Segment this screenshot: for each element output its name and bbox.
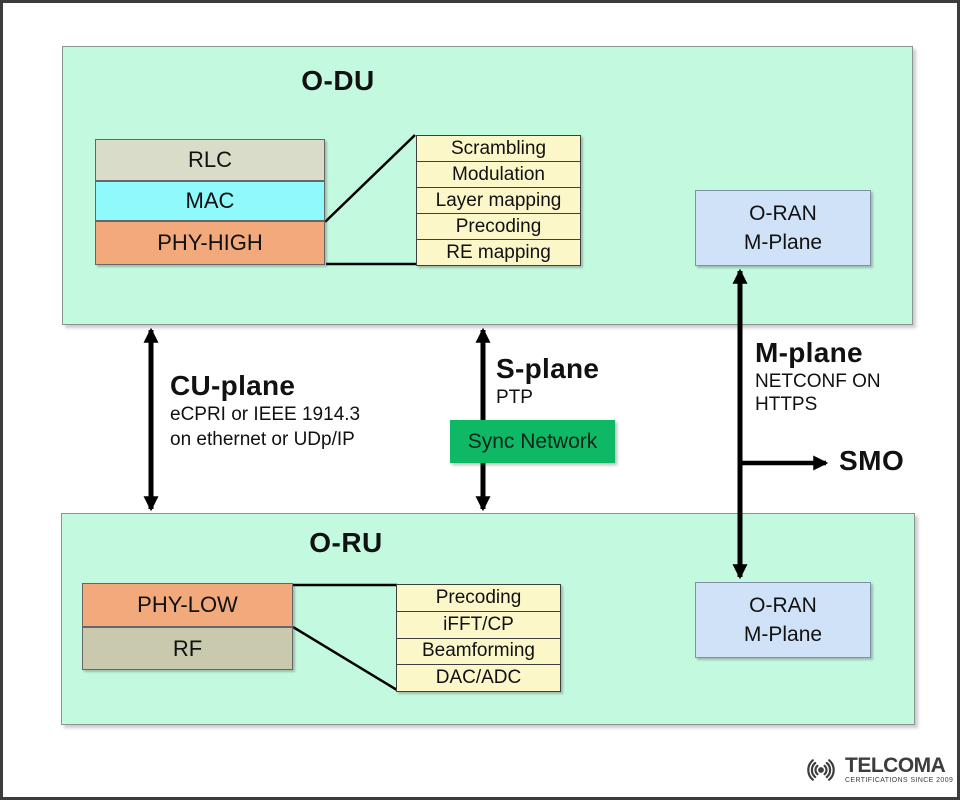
m-plane-label: M-plane NETCONF ON HTTPS — [755, 337, 881, 416]
odu-oran-mplane-box: O-RAN M-Plane — [695, 190, 871, 266]
function-row-precoding-ru: Precoding — [435, 586, 522, 608]
oran-mplane-line1: O-RAN — [749, 593, 817, 617]
logo-tagline: CERTIFICATIONS SINCE 2009 — [845, 777, 954, 785]
cu-plane-protocol-line1: eCPRI or IEEE 1914.3 — [170, 403, 361, 425]
cu-plane-title: CU-plane — [170, 370, 296, 401]
oran-mplane-line1: O-RAN — [749, 201, 817, 225]
m-plane-protocol-line1: NETCONF ON — [755, 370, 881, 392]
broadcast-icon — [807, 759, 835, 781]
telcoma-logo: TELCOMA CERTIFICATIONS SINCE 2009 — [801, 755, 953, 785]
s-plane-protocol: PTP — [496, 386, 533, 408]
sync-network-box: Sync Network — [450, 420, 615, 463]
s-plane-title: S-plane — [496, 353, 600, 384]
s-plane-label: S-plane PTP — [496, 353, 600, 410]
function-row-dac-adc: DAC/ADC — [397, 664, 560, 691]
function-row-re-mapping: RE mapping — [417, 239, 580, 265]
m-plane-protocol-line2: HTTPS — [755, 393, 818, 415]
oran-mplane-line2: M-Plane — [743, 231, 823, 254]
function-row-layer-mapping: Layer mapping — [417, 187, 580, 213]
function-row-scrambling: Scrambling — [450, 137, 547, 159]
oru-title: O-RU — [309, 527, 383, 558]
function-row-ifft-cp: iFFT/CP — [397, 610, 560, 638]
function-row-modulation: Modulation — [417, 161, 580, 187]
layer-rlc: RLC — [95, 139, 325, 181]
layer-phy-low: PHY-LOW — [82, 583, 293, 627]
oru-phy-functions-list: Precoding iFFT/CP Beamforming DAC/ADC — [396, 584, 561, 692]
layer-phy-high: PHY-HIGH — [95, 221, 325, 265]
oran-mplane-line2: M-Plane — [743, 623, 823, 646]
oru-expand-line-bottom — [292, 625, 398, 692]
cu-plane-label: CU-plane eCPRI or IEEE 1914.3 on etherne… — [170, 370, 361, 451]
oru-oran-mplane-box: O-RAN M-Plane — [695, 582, 871, 658]
function-row-beamforming: Beamforming — [397, 637, 560, 665]
smo-label: SMO — [839, 445, 905, 476]
m-plane-title: M-plane — [755, 337, 863, 368]
cu-plane-protocol-line2: on ethernet or UDp/IP — [170, 428, 355, 450]
odu-phy-functions-list: Scrambling Modulation Layer mapping Prec… — [416, 135, 581, 266]
odu-expand-line-top — [324, 134, 416, 223]
arrows-and-connectors — [143, 134, 829, 692]
logo-name: TELCOMA — [845, 754, 946, 778]
layer-mac: MAC — [95, 181, 325, 221]
function-row-precoding: Precoding — [417, 213, 580, 239]
layer-rf: RF — [82, 627, 293, 670]
odu-title: O-DU — [301, 65, 375, 96]
